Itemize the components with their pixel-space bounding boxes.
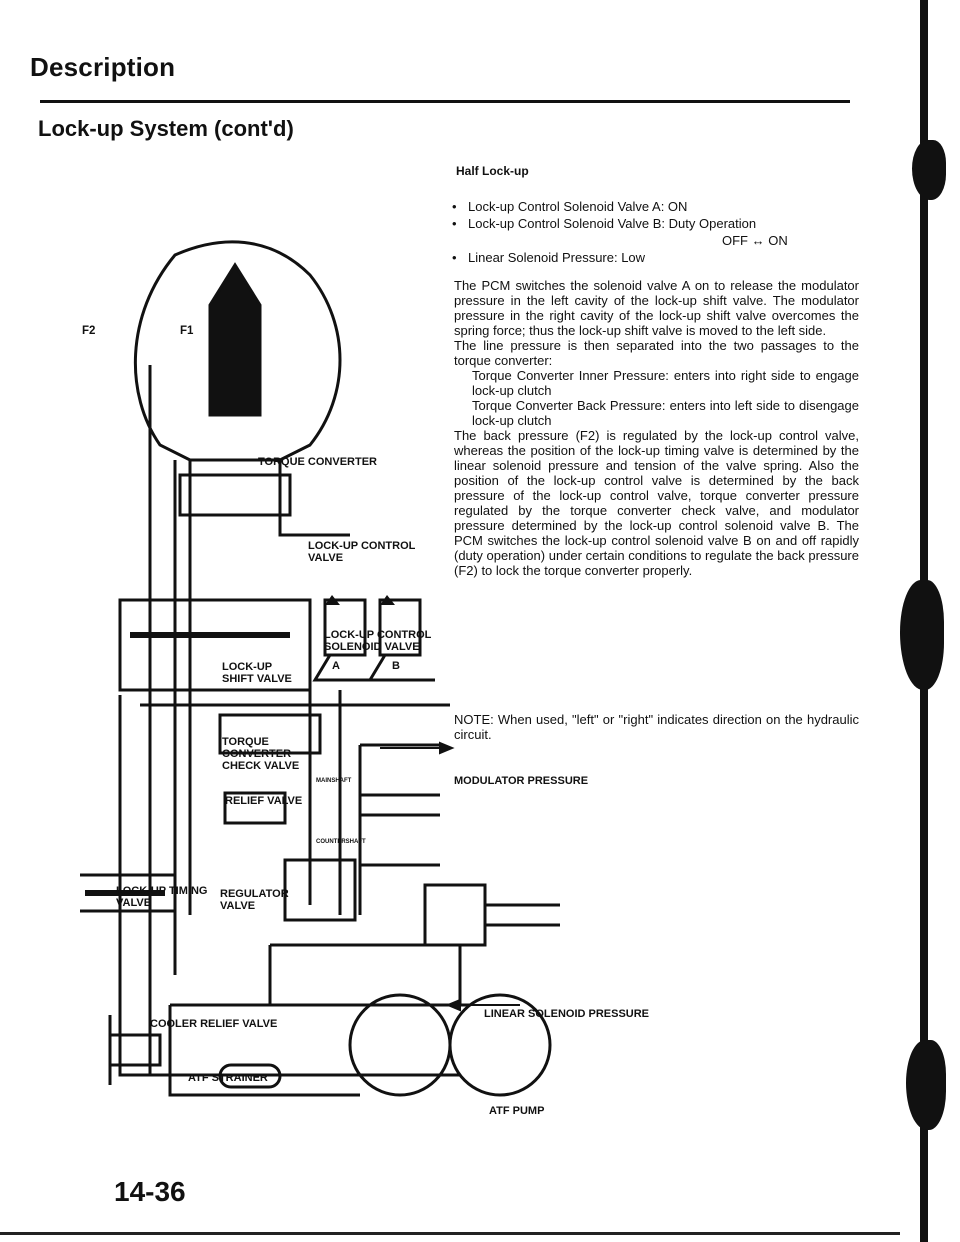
bullet-icon: • xyxy=(452,250,457,265)
note: NOTE: When used, "left" or "right" indic… xyxy=(454,712,859,742)
subsection-heading: Half Lock-up xyxy=(456,164,529,178)
diagram-label-f2: F2 xyxy=(82,325,96,337)
diagram-label-countershaft: COUNTERSHAFT xyxy=(316,839,366,845)
diagram-label-lockup-control-valve: LOCK-UP CONTROL VALVE xyxy=(308,540,416,564)
diagram-label-f1: F1 xyxy=(180,325,194,337)
diagram-label-modulator-pressure: MODULATOR PRESSURE xyxy=(454,775,589,787)
diagram-label-cooler-relief-valve: COOLER RELIEF VALVE xyxy=(150,1018,278,1030)
diagram-label-lockup-timing-valve: LOCK-UP TIMING VALVE xyxy=(116,885,208,909)
diagram-label-lockup-control-solenoid: LOCK-UP CONTROL SOLENOID VALVE xyxy=(324,629,432,653)
bullet-icon: • xyxy=(452,199,457,214)
list-item: • Linear Solenoid Pressure: Low xyxy=(452,249,852,266)
edge-blot xyxy=(912,140,946,200)
title-rule xyxy=(40,100,850,103)
paragraph: The PCM switches the solenoid valve A on… xyxy=(454,278,859,338)
bullet-icon: • xyxy=(452,216,457,231)
diagram-label-tc-check-valve: TORQUE CONVERTER CHECK VALVE xyxy=(222,736,300,772)
diagram-label-torque-converter: TORQUE CONVERTER xyxy=(258,456,377,468)
list-item: • Lock-up Control Solenoid Valve B: Duty… xyxy=(452,215,852,232)
paragraph: Torque Converter Inner Pressure: enters … xyxy=(472,368,859,398)
list-item: • Lock-up Control Solenoid Valve A: ON xyxy=(452,198,852,215)
list-item-continuation: OFF ↔ ON xyxy=(722,233,788,248)
diagram-label-solenoid-a: A xyxy=(332,660,340,672)
page-number: 14-36 xyxy=(114,1176,186,1207)
diagram-label-mainshaft: MAINSHAFT xyxy=(316,778,352,784)
diagram-label-linear-solenoid-pressure: LINEAR SOLENOID PRESSURE xyxy=(484,1008,650,1020)
bottom-rule xyxy=(0,1232,900,1235)
body-text: The PCM switches the solenoid valve A on… xyxy=(454,278,859,578)
diagram-label-atf-strainer: ATF STRAINER xyxy=(188,1072,268,1084)
edge-blot xyxy=(900,580,944,690)
edge-blot xyxy=(906,1040,946,1130)
list-item-text: Lock-up Control Solenoid Valve A: ON xyxy=(468,199,688,214)
diagram-label-atf-pump: ATF PUMP xyxy=(489,1105,545,1117)
condition-list: • Lock-up Control Solenoid Valve A: ON •… xyxy=(452,198,852,266)
paragraph: The line pressure is then separated into… xyxy=(454,338,859,368)
list-item-text: Linear Solenoid Pressure: Low xyxy=(468,250,646,265)
hydraulic-circuit-diagram xyxy=(80,240,560,1097)
page-title: Description xyxy=(30,52,176,82)
paragraph: Torque Converter Back Pressure: enters i… xyxy=(472,398,859,428)
paragraph: The back pressure (F2) is regulated by t… xyxy=(454,428,859,578)
diagram-label-solenoid-b: B xyxy=(392,660,400,672)
diagram-label-regulator-valve: REGULATOR VALVE xyxy=(220,888,289,912)
diagram-label-relief-valve: RELIEF VALVE xyxy=(225,795,303,807)
diagram-label-lockup-shift-valve: LOCK-UP SHIFT VALVE xyxy=(222,661,292,685)
list-item-text: Lock-up Control Solenoid Valve B: Duty O… xyxy=(468,216,757,231)
section-title: Lock-up System (cont'd) xyxy=(38,116,294,141)
